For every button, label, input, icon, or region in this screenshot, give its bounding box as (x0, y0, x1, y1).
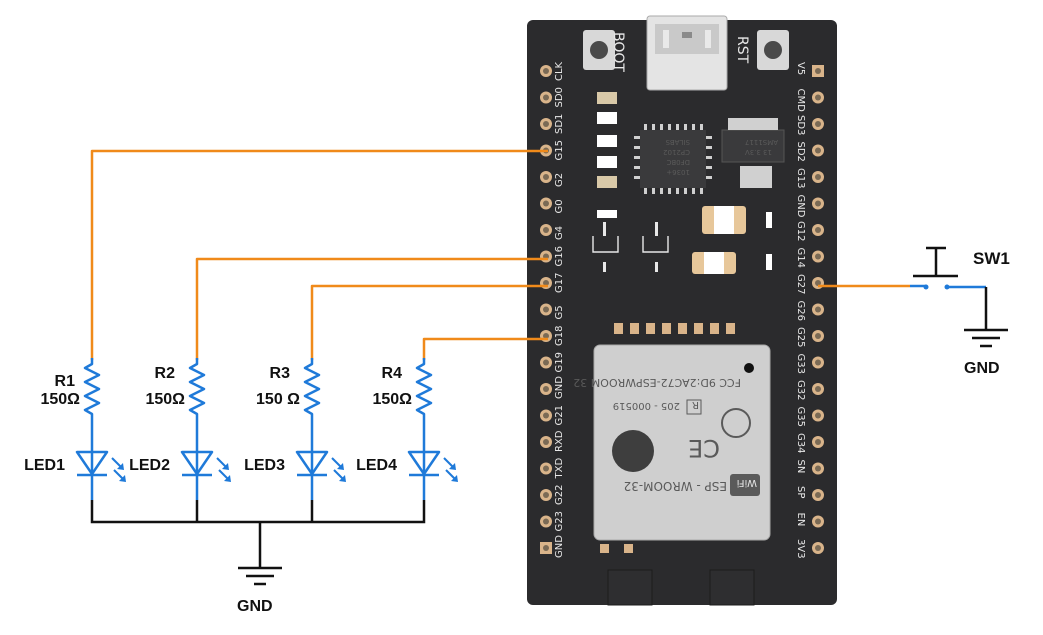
pin-label-right: GND (795, 195, 806, 218)
resistor-ref-label: R4 (382, 365, 403, 382)
led-label: LED1 (24, 457, 65, 474)
pin-label-right: G26 (795, 301, 806, 321)
pin-label-left: G18 (554, 326, 565, 346)
ground-symbol-left (238, 566, 282, 586)
usb-bridge-chip: SILABS CP2102 DF0BC 1036+ (634, 124, 712, 194)
pin-label-left: G21 (554, 405, 565, 425)
wire-g16 (195, 257, 548, 360)
pin-label-left: G2 (554, 173, 565, 187)
chip-text-4: 1036+ (666, 168, 690, 176)
gnd-label-right: GND (964, 360, 1000, 377)
ground-bus (90, 500, 426, 568)
led-label: LED4 (356, 457, 397, 474)
wire-g18 (422, 337, 548, 360)
resistor-ref-label: R2 (155, 365, 176, 382)
chip-text-2: CP2102 (663, 148, 690, 156)
pin-label-right: CMD (795, 89, 806, 113)
resistor-2: R2 150Ω (145, 358, 206, 450)
resistor-value-label: 150Ω (40, 391, 80, 408)
pin-label-left: G23 (554, 511, 565, 531)
module-code-text: 205 - 000519 (613, 400, 680, 411)
light-emission-arrows-icon (216, 457, 231, 482)
wire-g15 (90, 149, 548, 360)
pin-label-left: RXD (554, 430, 565, 452)
wire-g17 (310, 284, 548, 360)
pin-label-left: G4 (554, 226, 565, 240)
chip-text-3: DF0BC (666, 158, 690, 166)
certification-dot-icon (612, 430, 654, 472)
esp32-board: BOOT RST SILABS CP2102 DF0BC 1036+ (527, 15, 837, 606)
wifi-logo: WiFi (737, 477, 757, 488)
gnd-label-left: GND (237, 598, 273, 615)
pin-label-right: G35 (795, 407, 806, 427)
pin-label-right: G27 (795, 274, 806, 294)
pin-label-right: V5 (795, 62, 806, 75)
led-label: LED2 (129, 457, 170, 474)
pin-label-left: SD1 (554, 114, 565, 134)
light-emission-arrows-icon (331, 457, 346, 482)
pin-label-left: G17 (554, 273, 565, 293)
light-emission-arrows-icon (443, 457, 458, 482)
wires (90, 149, 910, 360)
resistor-value-label: 150 Ω (256, 391, 300, 408)
regulator-text-1: AMS1117 (745, 138, 778, 146)
pin-label-left: TXD (554, 458, 565, 480)
pin-label-right: G25 (795, 327, 806, 347)
pin-label-right: G13 (795, 168, 806, 188)
rst-label: RST (734, 36, 750, 64)
resistor-3: R3 150 Ω (256, 358, 321, 450)
rst-button: RST (734, 30, 789, 70)
module-fcc-text: FCC 9D:2AC72-ESPWROOM 32 (573, 376, 741, 389)
pin-label-left: G5 (554, 305, 565, 319)
pin-label-left: G19 (554, 352, 565, 372)
ce-mark: CE (688, 434, 720, 462)
pin-label-right: SD2 (795, 142, 806, 162)
pin-label-left: G16 (554, 246, 565, 266)
led-1: LED1 (24, 450, 126, 500)
light-emission-arrows-icon (111, 457, 126, 482)
pin-label-right: EN (795, 513, 806, 527)
resistor-ref-label: R1 (55, 373, 76, 390)
led-2: LED2 (129, 450, 231, 500)
certification-mark-icon (721, 408, 751, 438)
pin-label-left: SD0 (554, 87, 565, 107)
pin-label-right: SD3 (795, 115, 806, 135)
led-3: LED3 (244, 450, 346, 500)
resistor-value-label: 150Ω (372, 391, 412, 408)
wroom-module: FCC 9D:2AC72-ESPWROOM 32 R 205 - 000519 … (573, 344, 771, 541)
boot-button: BOOT (583, 30, 626, 72)
boot-label: BOOT (610, 32, 626, 72)
pin-label-right: SP (795, 486, 806, 498)
module-r-text: R (692, 399, 699, 410)
voltage-regulator: AMS1117 13 3.3V (721, 118, 785, 188)
resistor-4: R4 150Ω (372, 358, 433, 450)
resistor-ref-label: R3 (270, 365, 291, 382)
ground-symbol-right (964, 328, 1008, 348)
pin-label-left: G22 (554, 485, 565, 505)
pin-label-right: G14 (795, 248, 806, 268)
pin-label-right: G34 (795, 433, 806, 453)
pin-label-left: CLK (554, 61, 565, 81)
switch-label: SW1 (973, 249, 1010, 268)
module-name-text: ESP - WROOM-32 (624, 479, 727, 493)
pin-label-left: GND (554, 535, 565, 558)
regulator-text-2: 13 3.3V (745, 148, 772, 156)
led-4: LED4 (356, 450, 458, 500)
led-label: LED3 (244, 457, 285, 474)
pin-label-left: G15 (554, 140, 565, 160)
pin-label-right: 3V3 (795, 539, 806, 559)
resistor-value-label: 150Ω (145, 391, 185, 408)
pin-label-right: G33 (795, 354, 806, 374)
pin-label-right: SN (795, 460, 806, 474)
pin-label-left: G0 (554, 199, 565, 213)
pushbutton-switch (910, 246, 988, 330)
pin-label-right: G12 (795, 221, 806, 241)
pin-label-left: GND (554, 376, 565, 399)
pin-label-right: G32 (795, 380, 806, 400)
chip-text-1: SILABS (665, 138, 690, 146)
